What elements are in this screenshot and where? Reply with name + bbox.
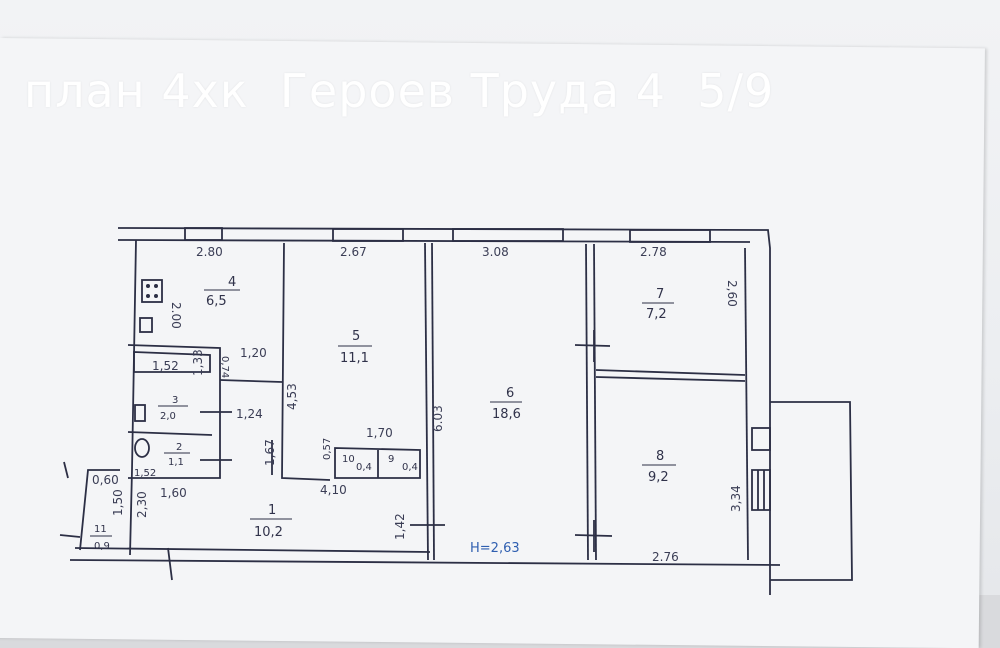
closets — [334, 447, 421, 479]
door-tick-8 — [59, 534, 81, 538]
room-area: 0,4 — [402, 462, 418, 473]
dim-label: 0,74 — [219, 356, 230, 378]
dim-label: 0,60 — [92, 473, 119, 487]
dim-label: 1,50 — [111, 489, 125, 516]
dim-label: 1,52 — [134, 468, 156, 479]
room-area: 18,6 — [492, 407, 521, 422]
room-4: 4 6,5 — [204, 275, 240, 309]
wall-room6-room7 — [585, 243, 589, 561]
dim-label: 1,52 — [152, 359, 179, 373]
dim-label: 2,60 — [725, 280, 739, 307]
sink — [139, 317, 153, 333]
outer-wall-top-right — [117, 227, 771, 595]
room-area: 0,9 — [94, 541, 110, 552]
room-area: 0,4 — [356, 462, 372, 473]
room-number: 7 — [656, 287, 664, 302]
dim-label: 1,70 — [366, 426, 393, 440]
room-number: 8 — [656, 449, 664, 464]
room-8: 8 9,2 — [642, 449, 676, 485]
floor-plan: 2.80 2.67 3.08 2.78 2.00 1,20 1,52 1,33 … — [59, 227, 853, 595]
room-area: 1,1 — [168, 457, 184, 468]
room-area: 7,2 — [646, 307, 667, 322]
dim-label: 2.67 — [340, 245, 367, 259]
dim-label: 1,33 — [191, 349, 205, 376]
inner-wall-bottom — [74, 547, 431, 553]
wall-room5-room6 — [424, 242, 429, 561]
room-area: 11,1 — [340, 351, 369, 366]
dim-label: 3,34 — [729, 485, 743, 512]
stove — [141, 279, 163, 303]
room-number: 4 — [228, 275, 236, 290]
room-number: 5 — [352, 329, 360, 344]
dim-label: 3.08 — [482, 245, 509, 259]
dim-label: 4,53 — [285, 383, 299, 410]
dim-label: 1,24 — [236, 407, 263, 421]
dim-label: 0,57 — [322, 438, 333, 460]
room-1-hall: 1 10,2 — [250, 503, 292, 540]
window-1 — [184, 227, 223, 241]
dim-label: 1,60 — [160, 486, 187, 500]
room-number: 10 — [342, 454, 355, 465]
dim-label: 4,10 — [320, 483, 347, 497]
stove-burner-1 — [146, 284, 150, 288]
room-7: 7 7,2 — [642, 287, 674, 322]
door-tick-2 — [574, 520, 613, 552]
outer-wall-left — [129, 239, 137, 556]
bath-block — [127, 344, 221, 479]
entry-wall — [79, 469, 120, 551]
ceiling-height-note: H=2,63 — [470, 541, 520, 556]
dim-label: 2.78 — [640, 245, 667, 259]
bathtub — [133, 351, 211, 373]
window-4 — [629, 229, 711, 243]
room-number: 9 — [388, 454, 394, 465]
door-tick-1 — [574, 330, 611, 362]
dim-label: 2.76 — [652, 550, 679, 564]
washbasin — [134, 404, 146, 422]
balcony — [770, 401, 853, 581]
room-5: 5 11,1 — [338, 329, 372, 366]
room-number: 11 — [94, 524, 107, 535]
closet-9: 9 0,4 — [388, 454, 418, 473]
wall-room7-room8-b — [595, 376, 746, 382]
stove-burner-4 — [154, 294, 158, 298]
dim-label: 2.00 — [169, 302, 183, 329]
window-2 — [332, 228, 404, 242]
dim-label: 1,42 — [393, 513, 407, 540]
toilet — [134, 438, 150, 458]
room-area: 6,5 — [206, 294, 227, 309]
outer-wall-bottom — [69, 559, 781, 566]
balcony-glazing — [751, 469, 771, 511]
bath-divider — [127, 431, 213, 436]
room-11: 11 0,9 — [90, 524, 112, 552]
room-3-bath: 3 2,0 — [158, 395, 188, 422]
room-area: 2,0 — [160, 411, 176, 422]
room-2-wc: 2 1,1 — [164, 442, 190, 468]
door-tick-9 — [63, 461, 69, 479]
stove-burner-2 — [154, 284, 158, 288]
wall-room6-room7-b — [593, 243, 597, 561]
wall-balcony — [744, 247, 749, 561]
wall-kitchen-room5 — [281, 242, 331, 481]
balcony-door — [751, 427, 771, 451]
room-6: 6 18,6 — [490, 386, 522, 422]
listing-title: план 4хк Героев Труда 4 5/9 — [24, 64, 775, 118]
hall-partition — [219, 379, 283, 383]
window-3 — [452, 228, 564, 242]
room-area: 10,2 — [254, 525, 283, 540]
stove-burner-3 — [146, 294, 150, 298]
room-number: 3 — [172, 395, 178, 406]
wall-room5-room6-b — [431, 242, 435, 561]
dim-label: 2.80 — [196, 245, 223, 259]
dim-label: 1,67 — [263, 439, 277, 466]
closet-10: 10 0,4 — [342, 454, 372, 473]
room-number: 1 — [268, 503, 276, 518]
dim-label: 2,30 — [135, 491, 149, 518]
door-tick-7 — [167, 547, 173, 581]
dim-label: 1,20 — [240, 346, 267, 360]
room-area: 9,2 — [648, 470, 669, 485]
dim-label: 6.03 — [431, 405, 445, 432]
wall-room7-room8 — [595, 369, 746, 376]
room-number: 6 — [506, 386, 514, 401]
room-number: 2 — [176, 442, 182, 453]
